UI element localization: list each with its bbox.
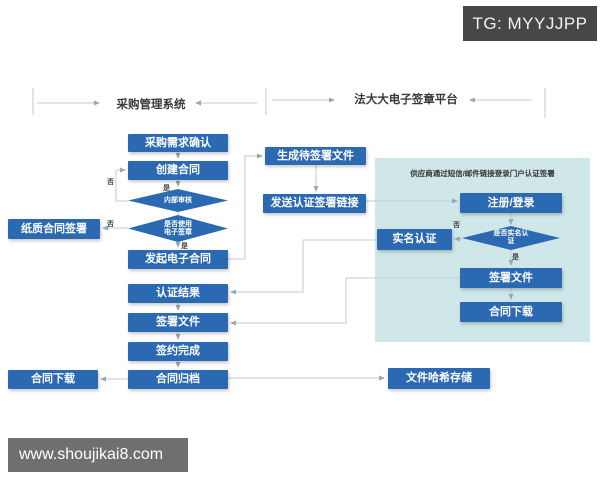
node-initiate-econtract: 发起电子合同 <box>128 250 228 269</box>
node-generate-sign-file: 生成待签署文件 <box>265 147 366 165</box>
node-contract-download-panel: 合同下载 <box>460 302 562 322</box>
node-sign-document-panel: 签署文件 <box>460 268 562 288</box>
node-contract-download-left: 合同下载 <box>8 370 98 389</box>
branch-label-yes-review: 是 <box>163 185 170 192</box>
branch-label-no-realname: 否 <box>453 222 460 229</box>
decision-realname-line1: 是否实名认 <box>493 230 529 237</box>
supplier-portal-panel-title: 供应商通过短信/邮件链接登录门户认证签署 <box>410 169 555 178</box>
node-paper-contract-sign: 纸质合同签署 <box>8 219 100 239</box>
node-sign-document-left: 签署文件 <box>128 313 228 332</box>
node-demand-confirm: 采购需求确认 <box>128 134 228 152</box>
decision-internal-review-label: 内部审核 <box>164 196 192 204</box>
node-create-contract: 创建合同 <box>128 161 228 180</box>
branch-label-yes-realname: 是 <box>512 254 519 261</box>
decision-realname-line2: 证 <box>507 238 515 245</box>
branch-label-no-esign: 否 <box>107 221 114 228</box>
lane-title-fadada-platform: 法大大电子签章平台 <box>354 94 458 106</box>
node-signing-complete: 签约完成 <box>128 342 228 361</box>
decision-internal-review: 内部审核 <box>128 189 228 212</box>
decision-use-esignature-line1: 是否使用 <box>164 220 192 228</box>
node-send-auth-sign-link: 发送认证签署链接 <box>263 194 366 213</box>
branch-label-yes-esign: 是 <box>181 243 188 250</box>
flow-arrows <box>32 88 546 382</box>
lane-title-procurement-system: 采购管理系统 <box>116 99 186 111</box>
branch-label-no-review: 否 <box>107 179 114 186</box>
node-contract-archive: 合同归档 <box>128 370 228 389</box>
node-auth-result: 认证结果 <box>128 284 228 303</box>
decision-use-esignature-line2: 电子签章 <box>164 228 192 236</box>
tg-contact-badge: TG: MYYJJPP <box>463 6 597 41</box>
node-file-hash-storage: 文件哈希存储 <box>388 368 490 389</box>
website-watermark: www.shoujikai8.com <box>8 438 188 472</box>
node-realname-auth: 实名认证 <box>377 229 452 250</box>
node-register-login: 注册/登录 <box>460 193 562 213</box>
